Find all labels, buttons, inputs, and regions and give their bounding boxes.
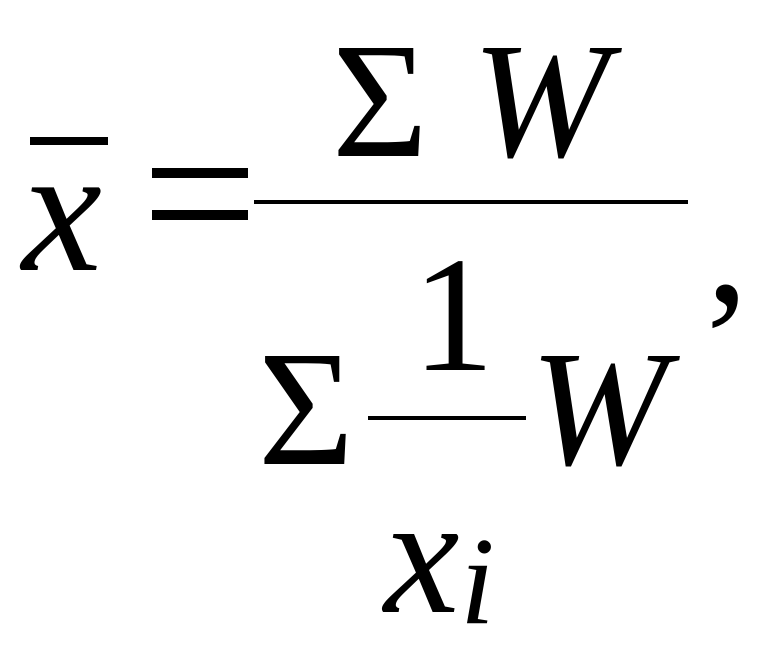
numerator-sum-symbol: Σ bbox=[332, 9, 429, 192]
mean-overline bbox=[30, 137, 108, 145]
equals-sign-bottom-bar bbox=[152, 210, 248, 220]
inner-fraction-variable-x: x bbox=[384, 461, 460, 649]
equals-sign-top-bar bbox=[152, 168, 248, 178]
mean-variable-x: x bbox=[22, 110, 102, 309]
denominator-sum-symbol: Σ bbox=[258, 317, 355, 500]
inner-fraction-bar bbox=[368, 416, 526, 420]
subscript-i: i bbox=[460, 513, 495, 651]
inner-fraction-numerator-one: 1 bbox=[412, 223, 495, 406]
main-fraction-bar bbox=[254, 200, 688, 204]
numerator-weight-w: W bbox=[472, 9, 610, 192]
denominator-weight-w: W bbox=[530, 317, 668, 500]
trailing-comma: , bbox=[706, 151, 749, 339]
